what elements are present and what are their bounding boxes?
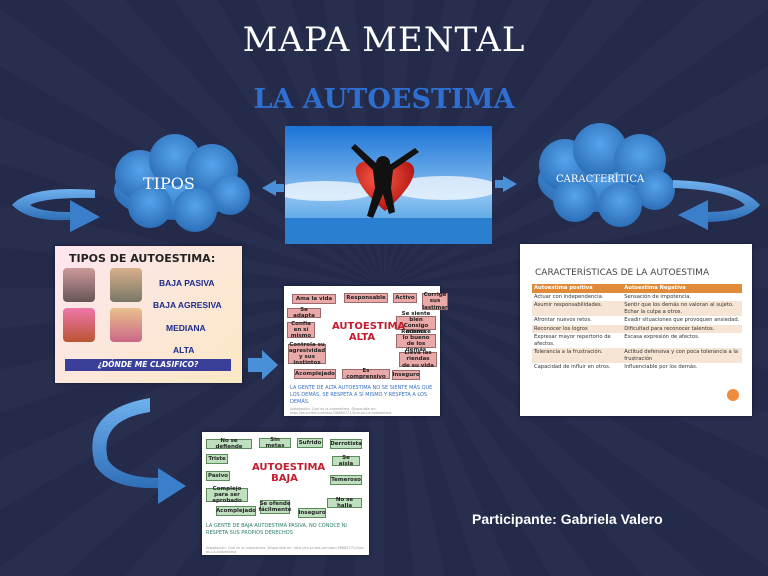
table-cell: Evadir situaciones que provoquen ansieda… <box>624 317 740 323</box>
tipo-alta: ALTA <box>173 345 195 355</box>
clasifico-question: ¿DÓNDE ME CLASIFICO? <box>65 359 231 371</box>
table-row: Asumir responsabilidades.Sentir que los … <box>532 301 742 316</box>
orange-dot-icon <box>727 389 739 401</box>
caracteristica-cloud-icon <box>538 123 675 227</box>
tag: Pasivo <box>206 471 230 481</box>
table-row: Tolerancia a la frustración.Actitud defe… <box>532 348 742 363</box>
caracteristica-label: CARACTERÍTICA <box>556 174 645 185</box>
arrow-left-icon <box>262 180 276 196</box>
table-cell: Dificultad para reconocer talentos. <box>622 324 742 333</box>
tipos-autoestima-panel: TIPOS DE AUTOESTIMA: BAJA PASIVA BAJA AG… <box>55 246 242 383</box>
page-subtitle: LA AUTOESTIMA <box>253 84 515 115</box>
tag: Confía en sí mismo <box>287 321 315 339</box>
person-silhouette-icon <box>351 144 419 218</box>
tag: Triste <box>206 454 228 464</box>
tag: Inseguro <box>392 370 420 380</box>
tipo-baja-agresiva: BAJA AGRESIVA <box>153 300 222 310</box>
tipos-cloud-icon <box>114 134 250 232</box>
tag: Ama la vida <box>292 294 336 304</box>
alta-caption: LA GENTE DE ALTA AUTOESTIMA NO SE SIENTE… <box>290 385 433 405</box>
curved-arrow-down-icon <box>92 398 186 504</box>
table-cell: Capacidad de influir en otros. <box>534 364 611 370</box>
tag: Derrotista <box>330 439 362 449</box>
tag: Inseguro <box>298 508 326 518</box>
table-cell: Asumir responsabilidades. <box>532 301 623 316</box>
table-row: Afrontar nuevos retos. Evadir situaciones… <box>532 316 742 325</box>
tag: Temeroso <box>330 475 362 485</box>
page-title: MAPA MENTAL <box>242 20 526 60</box>
tipos-label: TIPOS <box>143 174 195 193</box>
table-cell: Actitud defensiva y con poca tolerancia … <box>622 348 742 363</box>
table-row: Capacidad de influir en otros. Influencia… <box>532 363 742 372</box>
tag: Responsable <box>344 293 388 303</box>
hero-image <box>285 126 492 244</box>
tag: Complejo para ser aprobado <box>206 486 248 504</box>
caracteristicas-table: Autoestima positiva Autoestima Negativa … <box>532 284 742 372</box>
arrow-right-icon <box>503 176 517 192</box>
tag: Se aísla <box>332 455 360 467</box>
table-header: Autoestima Negativa <box>622 284 742 293</box>
tag: Se ofende fácilmente <box>258 500 292 514</box>
alta-center-label: AUTOESTIMA ALTA <box>332 321 406 343</box>
autoestima-baja-panel: No se defiende Sin metas Sufrido Derroti… <box>202 432 369 555</box>
tag: Activo <box>393 293 417 303</box>
autoestima-alta-panel: Ama la vida Responsable Activo Corrige s… <box>284 286 448 416</box>
baja-caption: LA GENTE DE BAJA AUTOESTIMA PASIVA, NO C… <box>206 523 347 536</box>
happy-face-photo <box>110 308 142 342</box>
table-row: Actuar con independencia. Sensación de im… <box>532 293 742 302</box>
table-cell: Reconocer los logros <box>532 324 623 333</box>
tag: Lleva las riendas de su vida <box>399 350 437 369</box>
tipo-baja-pasiva: BAJA PASIVA <box>159 278 215 288</box>
tag: Sin metas <box>259 437 291 449</box>
tag: No se halla <box>327 497 362 509</box>
table-cell: Sensación de impotencia. <box>624 293 692 300</box>
tag: Se adapta <box>287 307 321 319</box>
caracteristicas-title: CARACTERÍSTICAS DE LA AUTOESTIMA <box>535 268 710 278</box>
table-row: Expresar mayor repertorio de afectos. Esc… <box>532 333 742 348</box>
participant-label: Participante: Gabriela Valero <box>472 511 663 527</box>
table-cell: Actuar con independencia. <box>534 293 604 300</box>
sad-face-photo <box>63 268 95 302</box>
tag: Reconoce lo bueno de los demás <box>396 329 436 353</box>
tag: Acomplejado <box>216 506 256 516</box>
angry-face-photo <box>110 268 142 302</box>
curved-arrow-left-icon <box>12 189 100 232</box>
tipo-mediana: MEDIANA <box>166 323 206 333</box>
tipos-panel-title: TIPOS DE AUTOESTIMA: <box>69 252 216 265</box>
baja-source: Adaptación: Qué es la autoestima. Dispon… <box>206 546 365 554</box>
table-cell: Tolerancia a la frustración. <box>532 348 623 363</box>
table-cell: Afrontar nuevos retos. <box>534 317 592 323</box>
tag: No se defiende <box>206 438 252 450</box>
table-cell: Influenciable por los demás. <box>624 364 698 370</box>
alta-source: Adaptación: Qué es la autoestima. Dispon… <box>290 407 392 415</box>
caracteristicas-panel: CARACTERÍSTICAS DE LA AUTOESTIMA Autoest… <box>520 244 752 416</box>
tag: Corrige sus lastimar <box>422 292 448 311</box>
tag: Acomplejado <box>294 369 336 379</box>
arrow-right-icon <box>248 350 278 380</box>
table-cell: Sentir que los demás no valoran al sujet… <box>622 301 742 316</box>
tag: Sufrido <box>297 438 323 448</box>
table-cell: Expresar mayor repertorio de afectos. <box>534 334 611 347</box>
baja-center-label: AUTOESTIMA BAJA <box>252 462 326 484</box>
table-header: Autoestima positiva <box>532 284 623 293</box>
tag: Controla su agresividad y sus instintos <box>288 341 326 367</box>
tag: Es comprensivo <box>342 368 390 380</box>
neutral-face-photo <box>63 308 95 342</box>
table-cell: Escasa expresión de afectos. <box>624 334 700 340</box>
curved-arrow-right-icon <box>673 180 760 230</box>
table-header-row: Autoestima positiva Autoestima Negativa <box>532 284 742 293</box>
